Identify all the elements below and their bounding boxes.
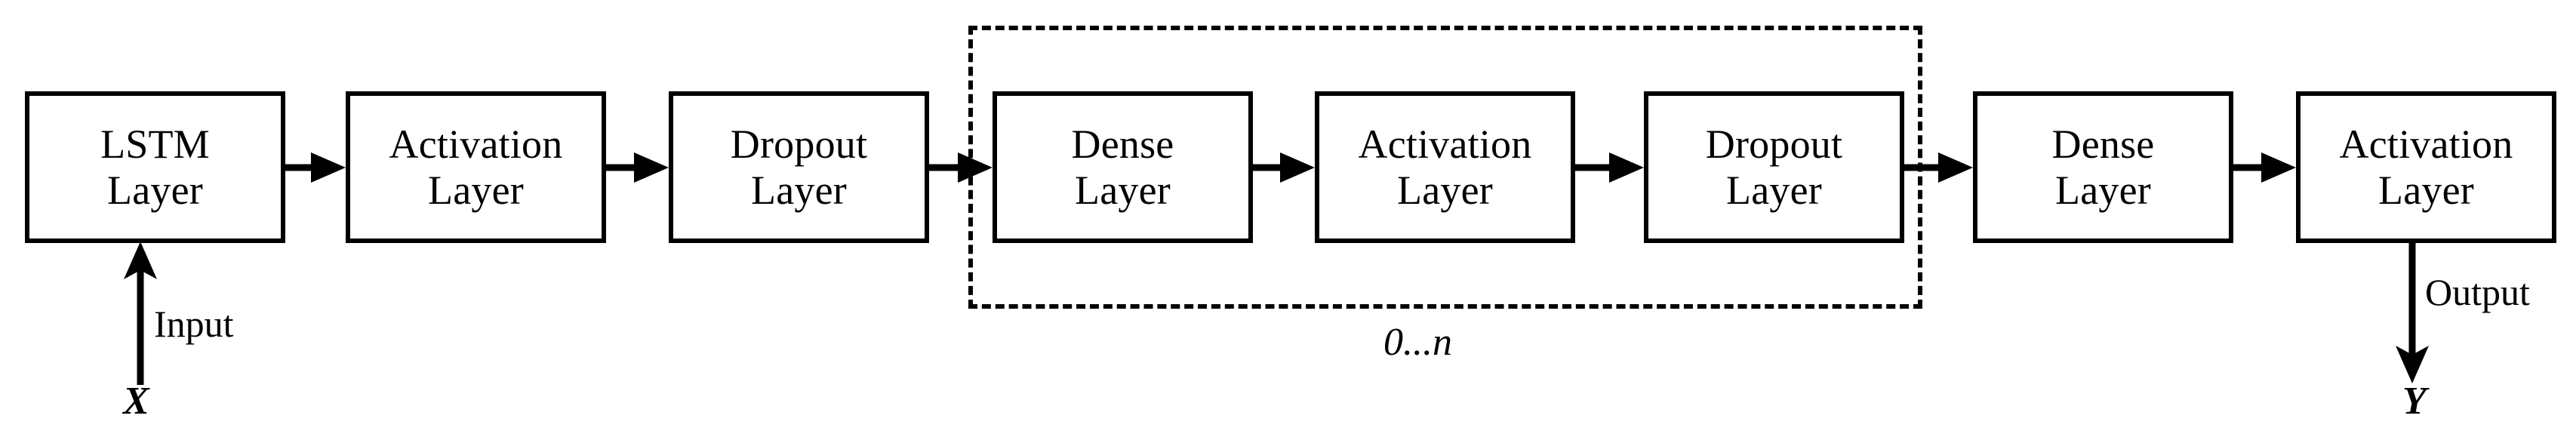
block-label: Activation Layer <box>1358 122 1532 213</box>
block-dense-repeat[interactable]: Dense Layer <box>993 91 1253 243</box>
output-arrow <box>2396 242 2429 383</box>
block-label: Dense Layer <box>2051 122 2155 213</box>
block-label: Dropout Layer <box>1705 122 1843 213</box>
block-activation-output[interactable]: Activation Layer <box>2296 91 2556 243</box>
arrow-lstm-to-activation-1 <box>285 152 346 183</box>
arrow-activation-1-to-dropout-1 <box>606 152 669 183</box>
arrow-dropout-repeat-to-dense-output <box>1904 152 1973 183</box>
block-dense-output[interactable]: Dense Layer <box>1973 91 2233 243</box>
output-label: Output <box>2425 271 2530 313</box>
input-arrow <box>124 242 157 385</box>
arrow-dense-to-activation-output <box>2233 152 2296 183</box>
repeat-group-caption: 0...n <box>1383 321 1452 364</box>
arrow-activation-to-dropout-repeat <box>1575 152 1644 183</box>
input-label: Input <box>154 303 234 345</box>
output-variable: Y <box>2402 380 2427 423</box>
block-label: Activation Layer <box>389 122 563 213</box>
arrow-dense-to-activation-repeat <box>1253 152 1315 183</box>
block-label: Activation Layer <box>2339 122 2513 213</box>
block-label: Dropout Layer <box>730 122 868 213</box>
block-activation-repeat[interactable]: Activation Layer <box>1315 91 1575 243</box>
arrow-dropout-1-to-dense-repeat <box>929 152 993 183</box>
block-label: Dense Layer <box>1071 122 1174 213</box>
block-dropout-1[interactable]: Dropout Layer <box>669 91 929 243</box>
block-label: LSTM Layer <box>100 122 210 213</box>
block-dropout-repeat[interactable]: Dropout Layer <box>1644 91 1904 243</box>
block-lstm-layer[interactable]: LSTM Layer <box>25 91 285 243</box>
block-activation-1[interactable]: Activation Layer <box>346 91 606 243</box>
input-variable: X <box>123 380 149 423</box>
